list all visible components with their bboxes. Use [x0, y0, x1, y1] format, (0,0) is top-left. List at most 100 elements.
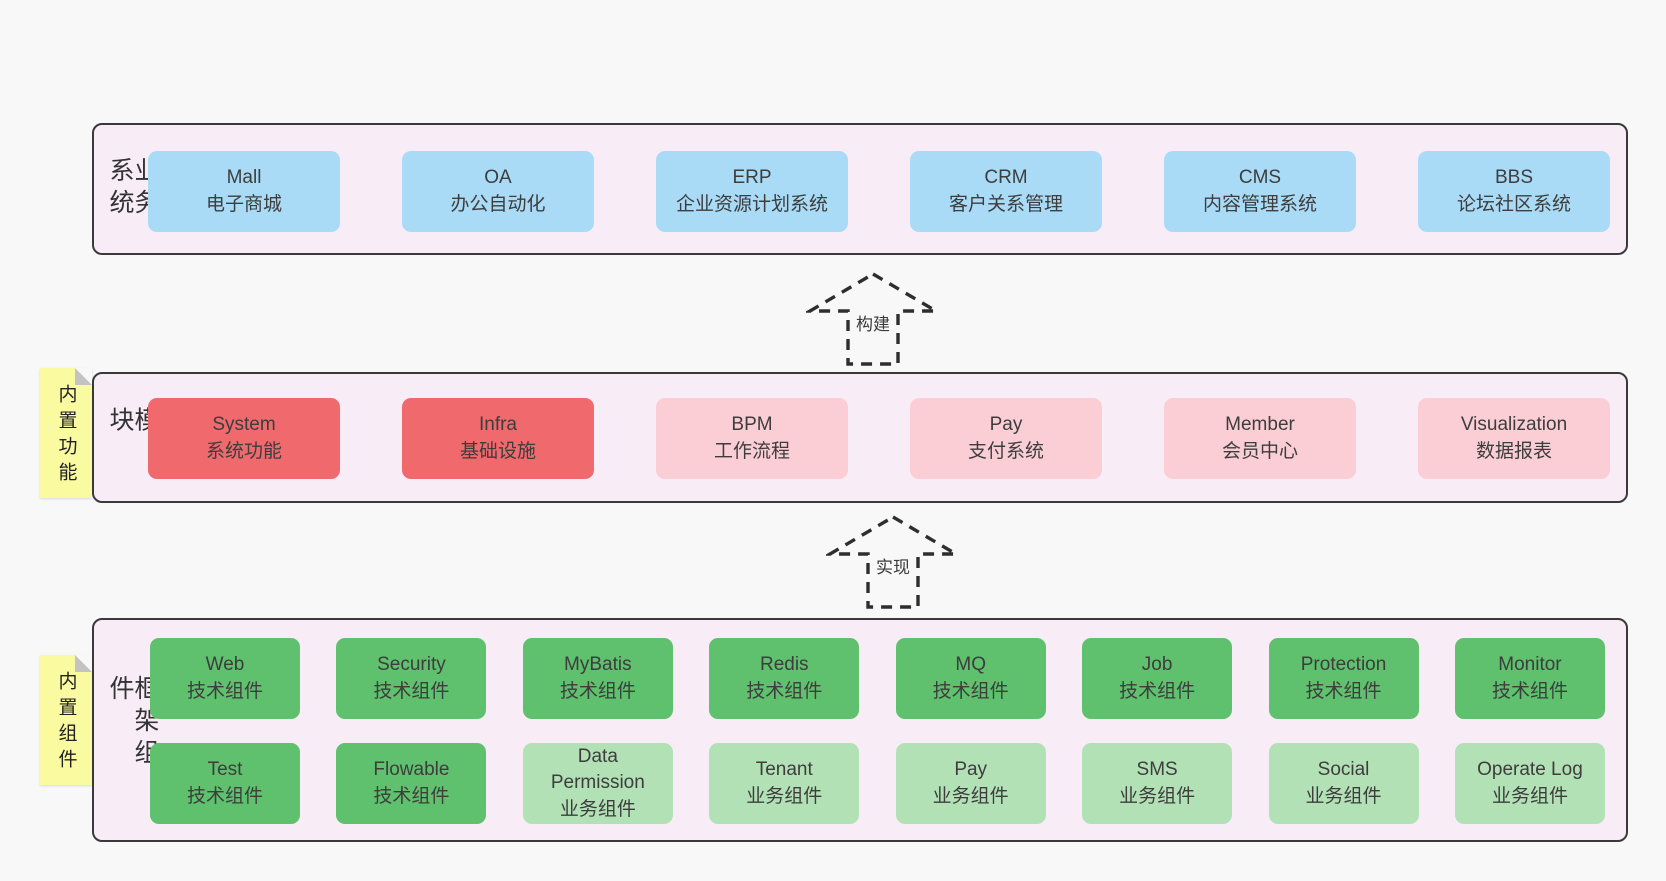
box-infra: Infra 基础设施	[402, 398, 594, 479]
box-subtitle: 会员中心	[1221, 440, 1298, 462]
arrow-build-shape	[806, 272, 940, 366]
section-common-modules: 通用模块 System系统功能Infra基础设施BPM工作流程Pay支付系统Me…	[92, 372, 1628, 503]
arrow-implement-label: 实现	[874, 557, 912, 580]
box-social: Social 业务组件	[1268, 743, 1419, 824]
box-title: Security	[377, 653, 446, 675]
box-sms: SMS 业务组件	[1082, 743, 1233, 824]
box-title: MyBatis	[564, 653, 632, 675]
sticky-label-builtin-components: 内置组件	[55, 671, 77, 775]
box-system: System 系统功能	[148, 398, 340, 479]
box-member: Member 会员中心	[1164, 398, 1356, 479]
box-subtitle: 业务组件	[1305, 785, 1382, 807]
box-subtitle: 技术组件	[1491, 680, 1568, 702]
box-subtitle: 技术组件	[373, 785, 450, 807]
box-title: Tenant	[755, 758, 813, 780]
box-title: Flowable	[373, 758, 450, 780]
sticky-label-builtin-features: 内置功能	[55, 384, 77, 488]
box-oa: OA 办公自动化	[402, 151, 594, 232]
arrow-build: 构建	[806, 270, 940, 368]
box-subtitle: 技术组件	[559, 680, 636, 702]
box-crm: CRM 客户关系管理	[910, 151, 1102, 232]
box-bbs: BBS 论坛社区系统	[1418, 151, 1610, 232]
box-title: SMS	[1136, 758, 1178, 780]
box-title: Visualization	[1460, 413, 1568, 435]
box-subtitle: 客户关系管理	[948, 193, 1063, 215]
box-tenant: Tenant 业务组件	[709, 743, 860, 824]
arrow-implement: 实现	[826, 513, 960, 611]
box-monitor: Monitor 技术组件	[1454, 638, 1605, 719]
box-title: Pay	[954, 758, 988, 780]
box-subtitle: 技术组件	[1305, 680, 1382, 702]
box-subtitle: 基础设施	[459, 440, 536, 462]
sticky-note-builtin-components: 内置组件	[40, 655, 92, 785]
box-title: Infra	[478, 413, 518, 435]
arrow-implement-shape	[826, 515, 960, 609]
box-subtitle: 业务组件	[559, 798, 636, 820]
box-subtitle: 业务组件	[932, 785, 1009, 807]
box-job: Job 技术组件	[1082, 638, 1233, 719]
box-title: Pay	[989, 413, 1023, 435]
box-title: Redis	[759, 653, 809, 675]
box-subtitle: 系统功能	[205, 440, 282, 462]
box-title: OA	[484, 166, 512, 188]
arrow-build-label: 构建	[854, 314, 892, 337]
box-subtitle: 业务组件	[1491, 785, 1568, 807]
box-pay: Pay 支付系统	[910, 398, 1102, 479]
box-subtitle: 业务组件	[1119, 785, 1196, 807]
box-subtitle: 工作流程	[713, 440, 790, 462]
box-subtitle: 技术组件	[746, 680, 823, 702]
box-web: Web 技术组件	[150, 638, 300, 719]
box-subtitle: 电子商城	[205, 193, 282, 215]
box-subtitle: 技术组件	[186, 785, 263, 807]
box-subtitle: 办公自动化	[450, 193, 546, 215]
box-subtitle: 技术组件	[1119, 680, 1196, 702]
box-title: Web	[205, 653, 245, 675]
box-title: BPM	[731, 413, 773, 435]
box-bpm: BPM 工作流程	[656, 398, 848, 479]
box-title: Protection	[1300, 653, 1387, 675]
box-subtitle: 业务组件	[746, 785, 823, 807]
box-subtitle: 论坛社区系统	[1456, 193, 1571, 215]
box-title: System	[212, 413, 276, 435]
box-subtitle: 支付系统	[967, 440, 1044, 462]
box-mall: Mall 电子商城	[148, 151, 340, 232]
box-title: Member	[1225, 413, 1295, 435]
box-title: Mall	[226, 166, 262, 188]
box-erp: ERP 企业资源计划系统	[656, 151, 848, 232]
box-title: Operate Log	[1477, 758, 1583, 780]
box-title: CMS	[1238, 166, 1282, 188]
box-title: Monitor	[1498, 653, 1562, 675]
box-data-permission: Data Permission 业务组件	[522, 743, 673, 824]
box-subtitle: 企业资源计划系统	[675, 193, 828, 215]
sticky-note-builtin-features: 内置功能	[40, 368, 92, 498]
box-title: CRM	[984, 166, 1028, 188]
box-subtitle: 技术组件	[932, 680, 1009, 702]
box-test: Test 技术组件	[150, 743, 300, 824]
box-title: BBS	[1494, 166, 1534, 188]
box-pay: Pay 业务组件	[895, 743, 1046, 824]
box-title: Social	[1317, 758, 1370, 780]
box-title: Data Permission	[550, 745, 645, 794]
box-subtitle: 技术组件	[186, 680, 263, 702]
box-flowable: Flowable 技术组件	[336, 743, 487, 824]
box-visualization: Visualization 数据报表	[1418, 398, 1610, 479]
box-protection: Protection 技术组件	[1268, 638, 1419, 719]
box-redis: Redis 技术组件	[709, 638, 860, 719]
box-title: ERP	[732, 166, 772, 188]
box-mybatis: MyBatis 技术组件	[522, 638, 673, 719]
box-row-modules: System 系统功能 Infra 基础设施 BPM 工作流程 Pay 支付系统 Member 会…	[148, 398, 1610, 479]
box-operate-log: Operate Log 业务组件	[1454, 743, 1605, 824]
box-subtitle: 数据报表	[1475, 440, 1552, 462]
box-title: Test	[207, 758, 243, 780]
box-mq: MQ 技术组件	[895, 638, 1046, 719]
box-title: MQ	[955, 653, 986, 675]
box-title: Job	[1141, 653, 1173, 675]
